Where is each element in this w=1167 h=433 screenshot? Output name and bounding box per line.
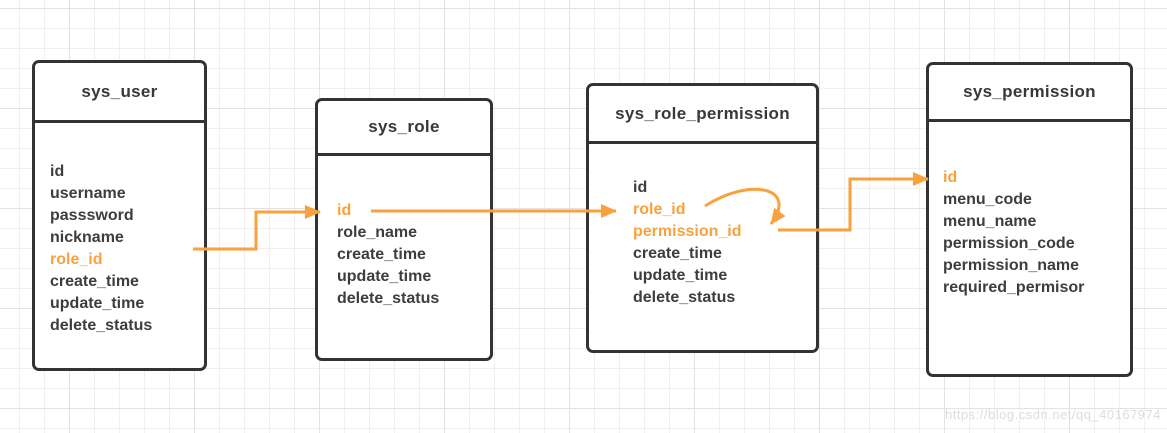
field-row: update_time <box>50 295 145 312</box>
field-row: role_name <box>337 224 418 241</box>
table-field-list: id username passsword nickname role_id c… <box>35 123 204 337</box>
table-title: sys_permission <box>929 65 1130 122</box>
field-row: id <box>50 163 65 180</box>
field-row-key: id <box>337 202 352 219</box>
field-row: update_time <box>337 268 432 285</box>
table-sys-role-permission: sys_role_permission id role_id permissio… <box>586 83 819 353</box>
field-row-key: role_id <box>633 201 686 218</box>
table-field-list: id role_name create_time update_time del… <box>318 156 490 310</box>
table-sys-user: sys_user id username passsword nickname … <box>32 60 207 371</box>
field-row: update_time <box>633 267 728 284</box>
field-row: delete_status <box>337 290 440 307</box>
field-row: menu_code <box>943 191 1032 208</box>
field-row-key: role_id <box>50 251 103 268</box>
field-row: create_time <box>337 246 426 263</box>
arrow-user-roleid-to-role-id <box>193 205 321 251</box>
field-row: create_time <box>50 273 139 290</box>
field-row: permission_name <box>943 257 1080 274</box>
table-sys-permission: sys_permission id menu_code menu_name pe… <box>926 62 1133 377</box>
table-field-list: id menu_code menu_name permission_code p… <box>929 122 1130 299</box>
field-row: menu_name <box>943 213 1037 230</box>
table-sys-role: sys_role id role_name create_time update… <box>315 98 493 361</box>
field-row-key: id <box>943 169 958 186</box>
field-row: username <box>50 185 126 202</box>
field-row: nickname <box>50 229 124 246</box>
field-row-key: permission_id <box>633 223 742 240</box>
field-row: create_time <box>633 245 722 262</box>
watermark: https://blog.csdn.net/qq_40167974 <box>945 407 1161 422</box>
table-field-list: id role_id permission_id create_time upd… <box>589 144 816 309</box>
table-title: sys_role <box>318 101 490 156</box>
field-row: id <box>633 179 648 196</box>
field-row: passsword <box>50 207 134 224</box>
table-title: sys_user <box>35 63 204 123</box>
field-row: delete_status <box>633 289 736 306</box>
table-title: sys_role_permission <box>589 86 816 144</box>
field-row: required_permisor <box>943 279 1085 296</box>
field-row: permission_code <box>943 235 1075 252</box>
field-row: delete_status <box>50 317 153 334</box>
